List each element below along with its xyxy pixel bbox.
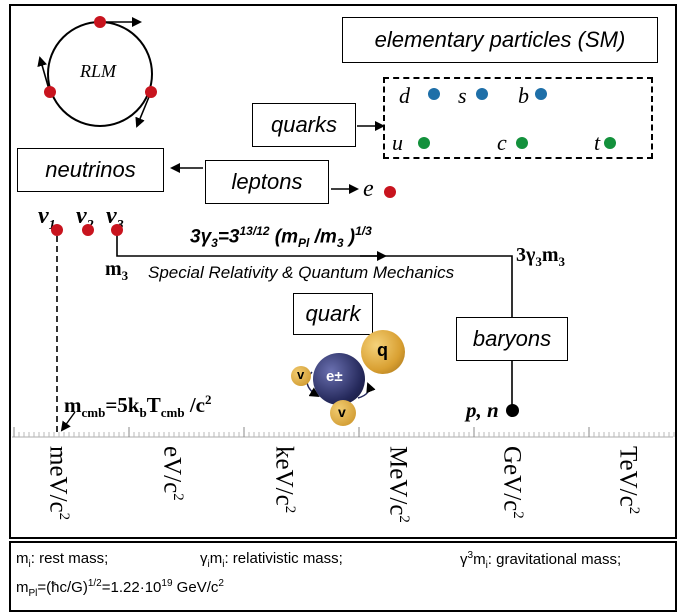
unit-ev-c2: eV/c2 xyxy=(158,446,186,501)
rlm-point-right xyxy=(145,86,157,98)
m3-label: m3 xyxy=(105,258,129,283)
nu3-dot xyxy=(111,224,123,236)
srqm-label: Special Relativity & Quantum Mechanics xyxy=(148,263,455,282)
composite-nu2-label: v xyxy=(338,404,346,420)
quark-s-dot xyxy=(476,88,488,100)
quark-b-dot xyxy=(535,88,547,100)
quark-c: c xyxy=(497,130,507,155)
gamma-equation: 3γ3=313/12 (mPl /m3 )1/3 xyxy=(190,224,372,251)
composite-nu1-label: v xyxy=(297,367,305,382)
unit-tev-c2: TeV/c2 xyxy=(614,446,642,515)
composite-q-sphere xyxy=(361,330,405,374)
quarks-label: quarks xyxy=(270,112,338,137)
caption-relativistic-mass: γimi: relativistic mass; xyxy=(200,550,343,570)
quark-d-dot xyxy=(428,88,440,100)
electron-label: e xyxy=(363,176,374,202)
baryons-label: baryons xyxy=(472,326,552,351)
quark-group-box xyxy=(383,77,653,159)
gamma-m-label: 3γ3m3 xyxy=(516,244,566,269)
quark-c-dot xyxy=(516,137,528,149)
composite-nu1-sphere xyxy=(291,366,311,386)
quark-label: quark xyxy=(305,301,361,326)
unit-gev-c2: GeV/c2 xyxy=(498,446,526,519)
baryons-box: baryons xyxy=(456,317,568,361)
rlm-point-top xyxy=(94,16,106,28)
quark-box: quark xyxy=(293,293,373,335)
leptons-label: leptons xyxy=(231,169,303,194)
caption-rest-mass: mi: rest mass; xyxy=(16,550,109,570)
quark-u-dot xyxy=(418,137,430,149)
sm-title: elementary particles (SM) xyxy=(374,27,626,52)
quark-u: u xyxy=(392,130,403,155)
quark-s: s xyxy=(458,83,467,108)
orbit-arrow-2 xyxy=(357,382,376,399)
electron-dot xyxy=(384,186,396,198)
neutrinos-box: neutrinos xyxy=(17,148,164,192)
caption-planck-mass: mPl=(ħc/G)1/2=1.22·1019 GeV/c2 xyxy=(16,578,224,599)
pn-label: p, n xyxy=(466,398,499,422)
leptons-box: leptons xyxy=(205,160,329,204)
caption-frame xyxy=(9,541,677,612)
composite-q-label: q xyxy=(377,340,388,360)
diagram-frame xyxy=(9,4,677,539)
neutrinos-label: neutrinos xyxy=(45,157,136,182)
mass-axis-ruler xyxy=(12,427,675,438)
pn-dot xyxy=(506,404,519,417)
quark-d: d xyxy=(399,83,410,108)
nu1-dot xyxy=(51,224,63,236)
nu2-dot xyxy=(82,224,94,236)
caption-gravitational-mass: γ3mi: gravitational mass; xyxy=(460,550,622,571)
sm-title-box: elementary particles (SM) xyxy=(342,17,658,63)
composite-e-label: e± xyxy=(326,368,343,385)
composite-nu2-sphere xyxy=(330,400,356,426)
quark-b: b xyxy=(518,83,529,108)
quark-t: t xyxy=(594,130,601,155)
rlm-label: RLM xyxy=(80,61,116,81)
quark-t-dot xyxy=(604,137,616,149)
unit-kev-c2: keV/c2 xyxy=(270,446,298,514)
rlm-point-left xyxy=(44,86,56,98)
quarks-box: quarks xyxy=(252,103,356,147)
unit-mev-c2: meV/c2 xyxy=(44,446,72,521)
unit-mev2-c2: MeV/c2 xyxy=(384,446,412,523)
composite-e-sphere xyxy=(313,353,365,405)
mcmb-arrow xyxy=(60,411,76,432)
mcmb-label: mcmb=5kbTcmb /c2 xyxy=(64,392,212,421)
